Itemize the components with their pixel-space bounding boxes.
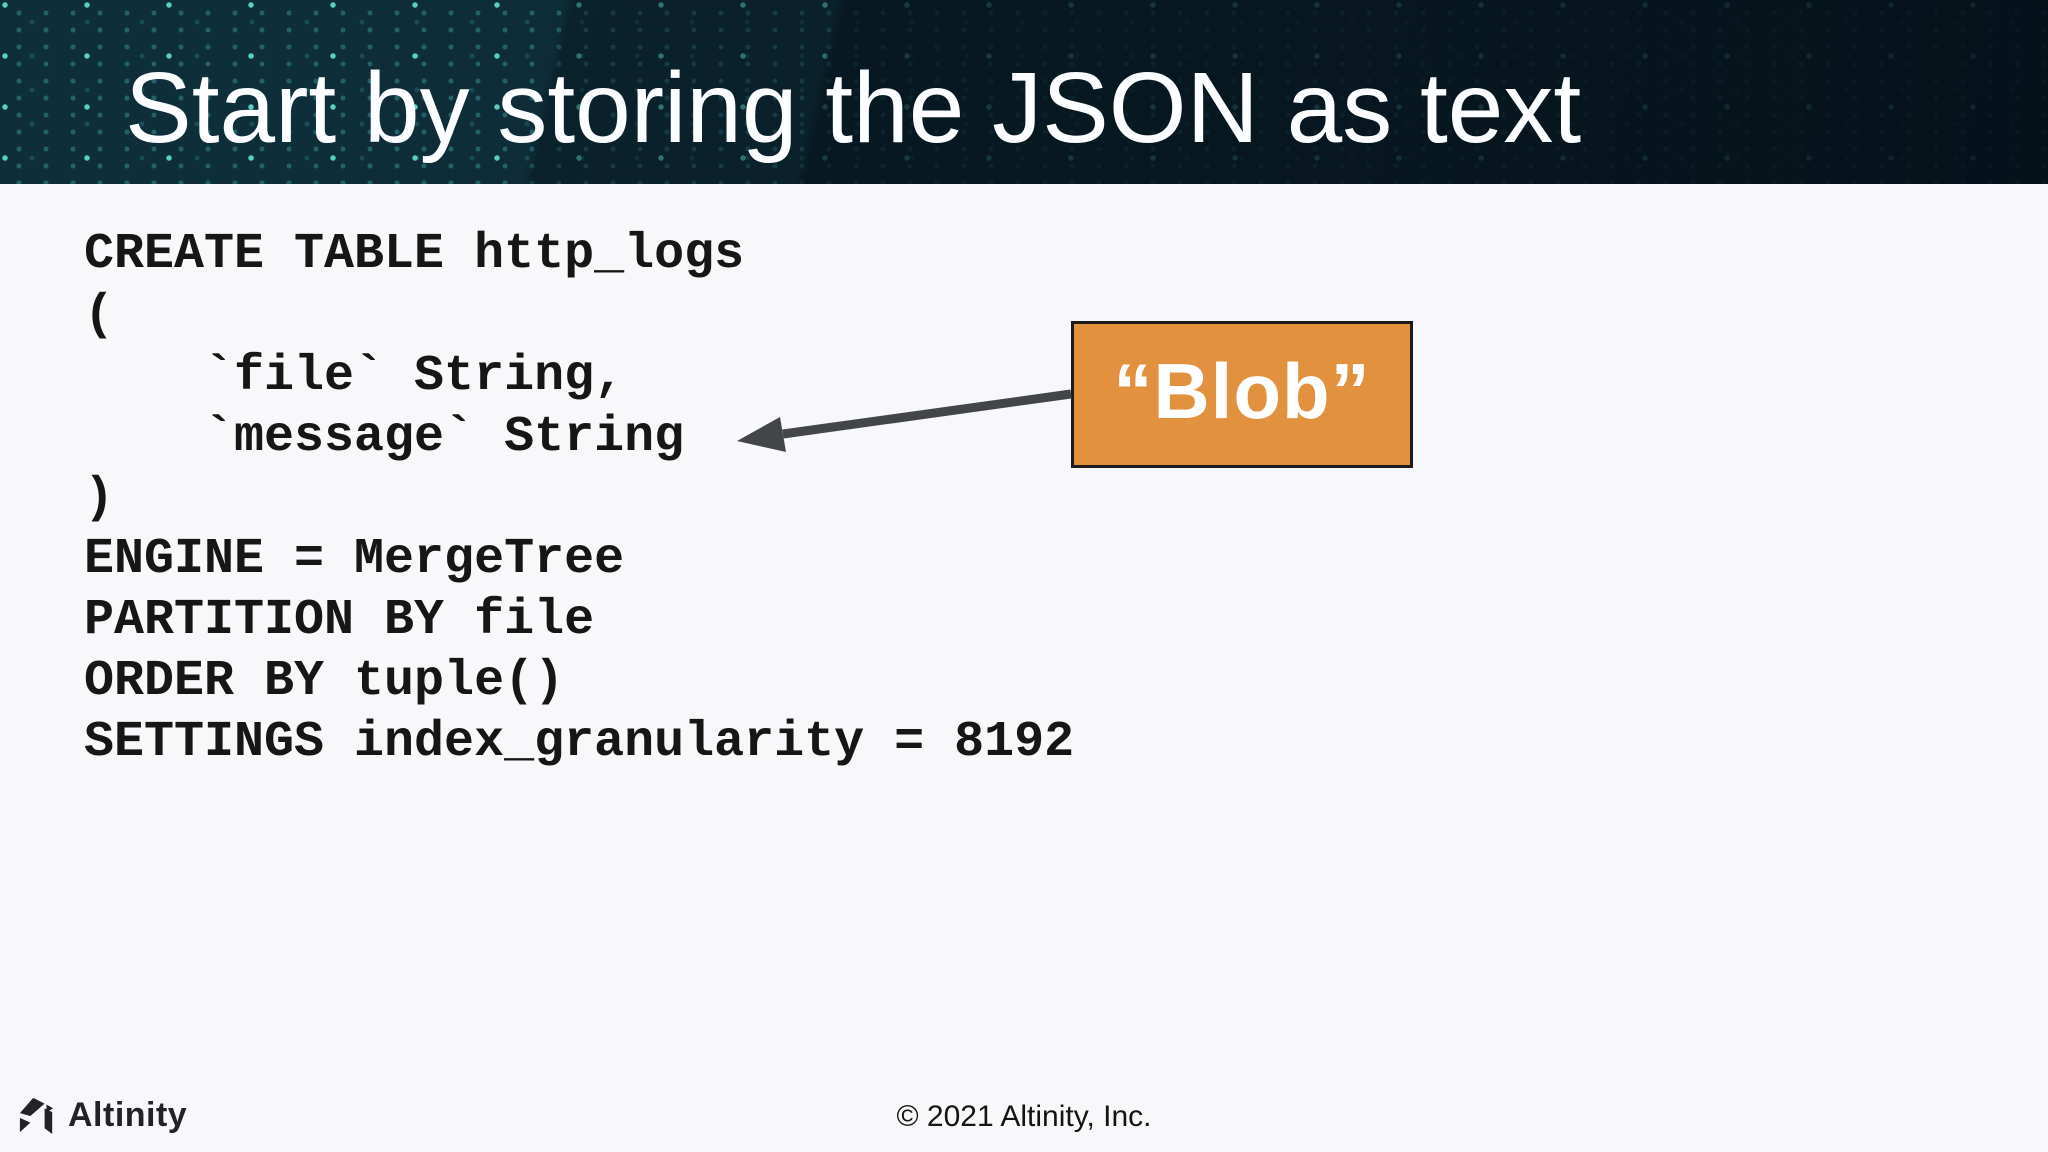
slide-title: Start by storing the JSON as text (125, 52, 1582, 164)
copyright-text: © 2021 Altinity, Inc. (896, 1100, 1152, 1133)
altinity-logo-icon (19, 1097, 54, 1134)
brand-name: Altinity (68, 1095, 188, 1134)
blob-callout: “Blob” (1071, 321, 1413, 468)
diagonal-swoosh-decoration (0, 0, 2048, 184)
slide-header (0, 0, 2048, 184)
sql-code-block: CREATE TABLE http_logs ( `file` String, … (84, 226, 1075, 771)
footer-brand: Altinity (18, 1094, 187, 1136)
blob-callout-label: “Blob” (1113, 346, 1371, 435)
